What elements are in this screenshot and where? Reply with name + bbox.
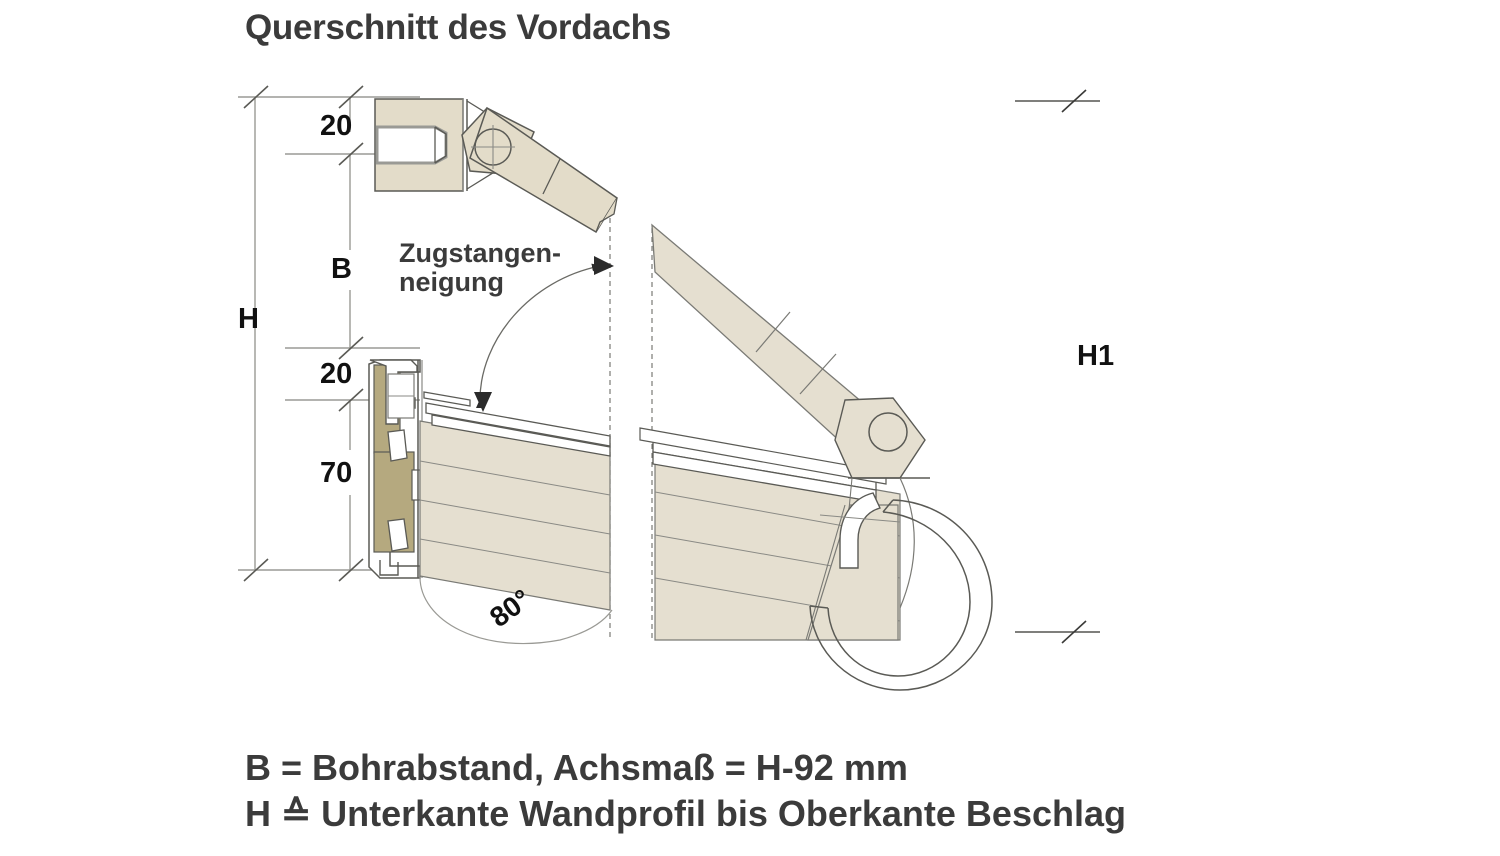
tie-rod-lower: [651, 223, 930, 609]
page-title: Querschnitt des Vordachs: [245, 8, 671, 47]
footer-line-2: H ≙ Unterkante Wandprofil bis Oberkante …: [245, 792, 1126, 834]
tie-rod-angle-arrow: [475, 263, 601, 409]
dim-label-mid-gap: 20: [320, 358, 353, 390]
arrow-head-icon-up: [594, 256, 614, 275]
dim-label-total-height: H: [238, 303, 259, 335]
tie-rod-upper: [461, 106, 619, 234]
gutter-profile: [809, 492, 993, 691]
dimension-tick-icon: [243, 85, 364, 582]
angle-arc: [419, 576, 613, 645]
right-extension-lines: [1015, 100, 1100, 633]
pivot-center-icon-lower: [868, 412, 908, 452]
arrow-head-icon-down: [474, 392, 492, 412]
dim-label-front-height: H1: [1077, 340, 1115, 372]
roof-panel-right: [639, 427, 901, 641]
break-lines: [609, 200, 653, 640]
dimension-lines: [238, 96, 430, 571]
roof-panel-left: [419, 391, 611, 611]
dim-label-bore-spacing: B: [331, 253, 352, 285]
dim-label-wall-profile-height: 70: [320, 457, 353, 489]
dim-label-top-gap: 20: [320, 110, 353, 142]
wall-profile: [368, 359, 423, 579]
dimension-tick-icon-right: [1061, 89, 1087, 644]
footer-line-1: B = Bohrabstand, Achsmaß = H-92 mm: [245, 747, 908, 788]
tie-rod-angle-label: Zugstangen- neigung: [399, 238, 561, 298]
